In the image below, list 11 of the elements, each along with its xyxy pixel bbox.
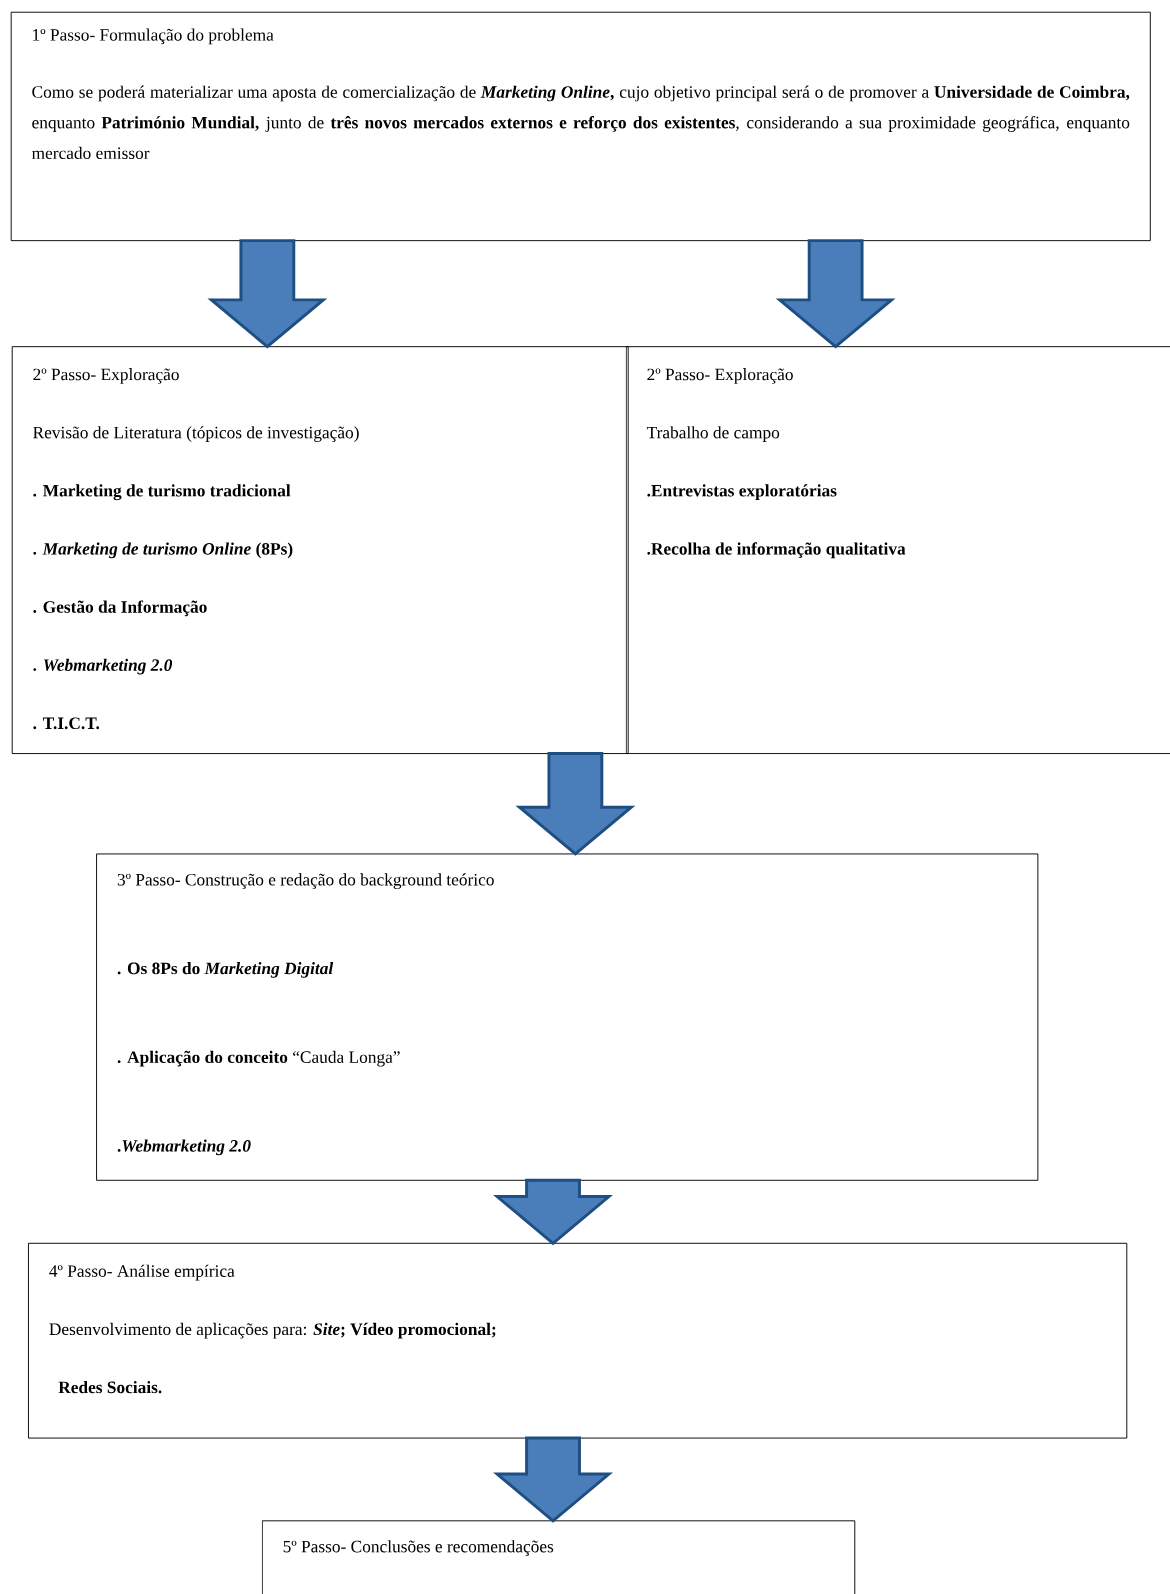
process-box: 2º Passo- Exploração Revisão de Literatura (tópicos de investigação) . Marketing de turismo tradicional . Marketing de turismo Online (8Ps) . Gestão da Informação . Webmarketing 2.0 . T.I.C.T.: [11, 346, 629, 755]
block-arrow: [775, 239, 896, 349]
process-box: 2º Passo- Exploração Trabalho de campo .Entrevistas exploratórias .Recolha de informação qualitativa: [625, 346, 1170, 755]
process-box: 1º Passo- Formulação do problema Como se poderá materializar uma aposta de comercialização de Marketing Online, cujo objetivo principal será o de promover a Universidade de Coimbra, enquanto Património Mundial, junto de três novos mercados externos e reforço dos existentes, considerando a sua proximidade geográfica, enquanto mercado emissor: [10, 11, 1151, 242]
process-box: 3º Passo- Construção e redação do background teórico . Os 8Ps do Marketing Digital . Aplicação do conceito “Cauda Longa” .Webmarketing 2.0: [96, 853, 1039, 1181]
block-arrow: [515, 752, 636, 856]
block-arrow: [207, 239, 328, 349]
process-box: 4º Passo- Análise empírica Desenvolvimento de aplicações para: Site; Vídeo promocional; Redes Sociais.: [27, 1242, 1128, 1439]
process-box: 5º Passo- Conclusões e recomendações: [261, 1520, 856, 1594]
block-arrow: [493, 1178, 613, 1246]
block-arrow: [493, 1436, 613, 1523]
